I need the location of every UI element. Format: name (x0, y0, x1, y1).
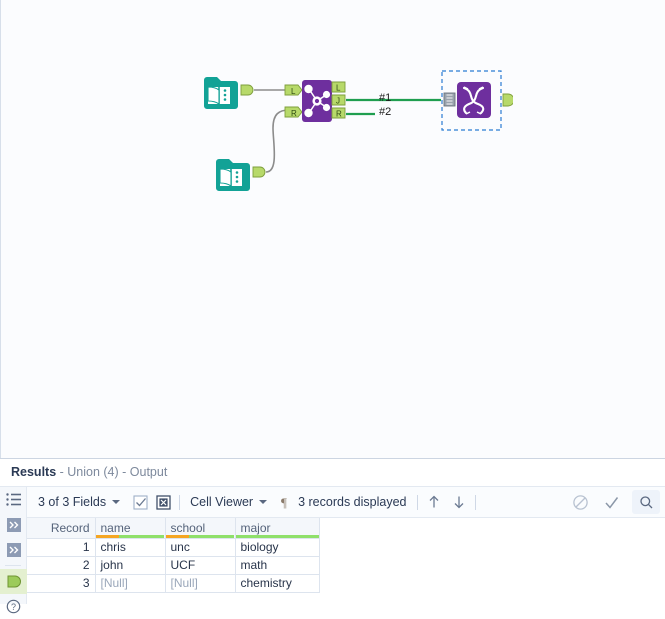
cell-name-1[interactable]: chris (95, 538, 166, 557)
quality-ok-name (118, 534, 164, 537)
results-title-prefix: Results (11, 465, 57, 479)
quality-bar-name (95, 534, 164, 537)
checkbox-checked-icon[interactable] (133, 494, 148, 510)
results-table: Record name school (27, 518, 320, 593)
toolbar-divider-3 (474, 494, 476, 510)
cell-major-2[interactable]: math (235, 556, 320, 575)
expand-chevrons-icon-2[interactable] (0, 537, 27, 562)
quality-bar-school (165, 534, 234, 537)
svg-text:¶: ¶ (281, 495, 287, 510)
field-list-icon[interactable] (0, 487, 27, 512)
join-icon-nodes (304, 84, 331, 118)
toolbar-divider-2 (416, 494, 418, 510)
quality-ok-major (235, 534, 318, 537)
connection-label-1: #1 (379, 92, 392, 104)
cell-record-2: 2 (27, 556, 96, 575)
cell-name-2[interactable]: john (95, 556, 166, 575)
table-row[interactable]: 3 [Null] [Null] chemistry (27, 574, 320, 593)
svg-text:R: R (291, 109, 297, 118)
arrow-down-icon[interactable] (451, 494, 467, 510)
input-data-icon (215, 159, 250, 191)
pilcrow-icon[interactable]: ¶ (280, 495, 290, 510)
column-header-major[interactable]: major (235, 518, 320, 539)
connection-input2-to-join-right[interactable] (265, 109, 290, 173)
workflow-canvas[interactable]: L R (0, 0, 665, 458)
output-anchor-input-1[interactable] (240, 84, 254, 96)
cell-viewer-label[interactable]: Cell Viewer (190, 495, 254, 509)
union-icon-ticks (463, 86, 484, 115)
output-anchor-join-left[interactable]: L (331, 81, 346, 93)
svg-text:R: R (336, 110, 342, 119)
results-panel: Results - Union (4) - Output (0, 458, 665, 614)
workflow-connections (254, 89, 441, 173)
rail-divider (5, 565, 21, 566)
results-side-rail: ? (0, 487, 27, 614)
output-anchor-icon[interactable] (0, 569, 27, 594)
column-header-school[interactable]: school (165, 518, 236, 539)
column-header-record[interactable]: Record (27, 518, 96, 539)
cell-major-1[interactable]: biology (235, 538, 320, 557)
input-anchor-join-right[interactable]: R (284, 106, 303, 118)
cell-school-2[interactable]: UCF (165, 556, 236, 575)
input-anchor-join-left[interactable]: L (284, 84, 303, 96)
output-anchor-join-right[interactable]: R (331, 107, 346, 119)
input-anchor-union[interactable] (443, 92, 456, 107)
results-title-rest: - Union (4) - Output (56, 465, 168, 479)
expand-chevrons-icon-1[interactable] (0, 512, 27, 537)
table-row[interactable]: 1 chris unc biology (27, 538, 320, 557)
search-input[interactable] (632, 490, 660, 514)
input-data-icon (203, 77, 238, 109)
quality-warn-name (95, 534, 119, 537)
column-header-name[interactable]: name (95, 518, 166, 539)
selection-outline (441, 70, 502, 131)
chevron-down-icon-viewer[interactable] (259, 500, 268, 504)
results-title-bar: Results - Union (4) - Output (0, 459, 665, 487)
results-data-grid[interactable]: Record name school (27, 518, 665, 604)
quality-bar-major (235, 534, 318, 537)
column-header-major-label: major (240, 520, 271, 535)
cell-record-3: 3 (27, 574, 96, 593)
toolbar-divider-1 (179, 494, 181, 510)
help-icon[interactable]: ? (0, 594, 27, 619)
output-anchor-join-join[interactable]: J (331, 94, 346, 106)
fields-count-label[interactable]: 3 of 3 Fields (38, 495, 107, 509)
chevron-down-icon-fields[interactable] (112, 500, 121, 504)
union-icon (462, 86, 485, 115)
search-icon (639, 495, 652, 508)
output-anchor-input-2[interactable] (252, 166, 266, 178)
quality-warn-school (165, 534, 189, 537)
svg-text:L: L (291, 87, 296, 96)
table-row[interactable]: 2 john UCF math (27, 556, 320, 575)
cell-name-3[interactable]: [Null] (95, 574, 166, 593)
table-header-row: Record name school (27, 518, 320, 539)
records-displayed-label: 3 records displayed (298, 495, 407, 509)
no-entry-icon[interactable] (572, 494, 589, 511)
cell-record-1: 1 (27, 538, 96, 557)
arrow-up-icon[interactable] (426, 494, 442, 510)
checkmark-icon[interactable] (603, 494, 620, 511)
column-header-name-label: name (100, 520, 131, 535)
cell-school-3[interactable]: [Null] (165, 574, 236, 593)
results-toolbar: 3 of 3 Fields (27, 487, 665, 518)
output-anchor-union[interactable] (502, 93, 513, 107)
svg-text:J: J (336, 97, 340, 106)
cell-major-3[interactable]: chemistry (235, 574, 320, 593)
cell-school-1[interactable]: unc (165, 538, 236, 557)
svg-text:L: L (336, 84, 341, 93)
connection-label-2: #2 (379, 106, 392, 118)
quality-ok-school (188, 534, 234, 537)
column-header-school-label: school (170, 520, 206, 535)
checkbox-crossed-icon[interactable] (156, 494, 171, 510)
